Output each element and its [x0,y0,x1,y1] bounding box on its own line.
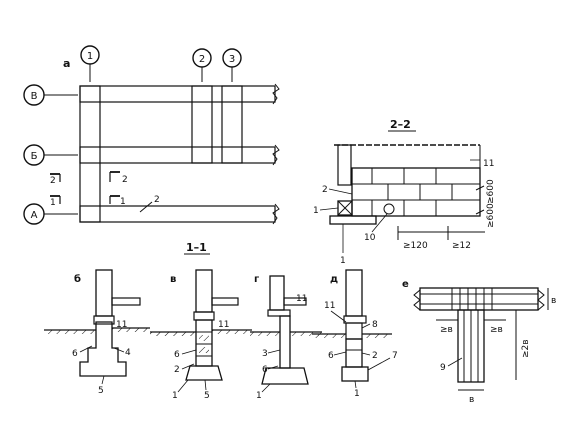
svg-text:Б: Б [31,151,38,162]
rebar-circle [383,203,395,215]
axis-v-marker: В [23,84,78,106]
svg-text:3: 3 [262,349,268,359]
svg-text:≥2в: ≥2в [521,339,531,358]
detail-b: б 11 6 4 5 [44,269,150,396]
axis-b-marker: Б [23,144,78,166]
detail-g: г 11 3 6 1 [250,274,322,401]
svg-text:1: 1 [354,389,360,399]
svg-text:≥в: ≥в [440,325,453,335]
svg-text:11: 11 [218,320,229,330]
svg-text:3: 3 [229,54,235,65]
svg-text:7: 7 [392,351,398,361]
wall-3 [221,85,243,164]
svg-text:1: 1 [172,391,178,401]
svg-text:1: 1 [340,256,346,266]
section-1-1-title: 1–1 [186,241,207,254]
svg-text:2: 2 [122,175,128,185]
section-mark-2-mid: 2 [109,171,128,185]
svg-text:А: А [31,210,38,221]
svg-text:1: 1 [50,198,56,208]
wall-1 [79,85,101,223]
axis-a-marker: А [23,203,78,225]
wall-a [79,205,276,223]
svg-text:в: в [469,395,474,405]
section-2-2: 2–2 [313,118,496,266]
axis-2-marker: 2 [192,48,212,82]
svg-text:11: 11 [324,301,335,311]
lintel-cross [337,200,353,216]
svg-text:≥12: ≥12 [452,241,471,251]
svg-text:б: б [74,273,81,285]
section-mark-2-left: 2 [50,173,61,186]
svg-text:≥600: ≥600 [486,179,496,204]
section-2-2-title: 2–2 [390,118,411,131]
wall-b [79,146,276,164]
svg-text:11: 11 [296,294,307,304]
svg-text:6: 6 [328,351,334,361]
axis-1-marker: 1 [80,45,100,82]
wall-2 [191,85,213,164]
svg-text:≥в: ≥в [490,325,503,335]
plan-label: а [63,57,70,70]
svg-text:2: 2 [154,195,160,205]
svg-text:6: 6 [174,350,180,360]
detail-d: д 11 8 6 2 7 1 [312,269,398,399]
svg-text:в: в [170,274,176,285]
svg-text:1: 1 [120,197,126,207]
svg-text:10: 10 [364,233,376,243]
svg-text:2: 2 [50,176,56,186]
svg-text:≥120: ≥120 [403,241,428,251]
svg-text:11: 11 [116,320,127,330]
svg-text:г: г [254,274,259,285]
svg-text:11: 11 [483,159,494,169]
axis-3-marker: 3 [222,48,242,82]
svg-text:≥600: ≥600 [486,203,496,228]
detail-v: в 11 6 2 1 5 [150,269,252,401]
plan-view: а 1 2 3 В Б А [23,45,280,225]
section-mark-1-left: 1 [50,195,61,208]
svg-text:9: 9 [440,363,446,373]
svg-text:В: В [31,91,38,102]
svg-text:2: 2 [322,185,328,195]
svg-text:в: в [551,296,556,306]
svg-text:1: 1 [313,206,319,216]
svg-text:5: 5 [204,391,210,401]
brick-wall-section [351,167,481,217]
svg-text:1: 1 [87,51,93,62]
svg-text:8: 8 [372,320,378,330]
svg-text:е: е [402,279,409,290]
callout-2-plan: 2 [139,195,160,213]
wall-v [79,85,276,103]
svg-text:6: 6 [262,365,268,375]
svg-text:д: д [330,274,338,285]
svg-text:4: 4 [125,348,131,358]
detail-e: е в ≥в ≥в ≥2в 9 в [402,279,556,405]
svg-text:6: 6 [72,349,78,359]
svg-text:2: 2 [372,351,378,361]
svg-text:2: 2 [174,365,180,375]
svg-text:2: 2 [199,54,205,65]
section-mark-1-mid: 1 [109,195,126,207]
support-pad [329,215,377,225]
svg-text:1: 1 [256,391,262,401]
slab-hatch [337,144,352,186]
svg-text:5: 5 [98,386,104,396]
